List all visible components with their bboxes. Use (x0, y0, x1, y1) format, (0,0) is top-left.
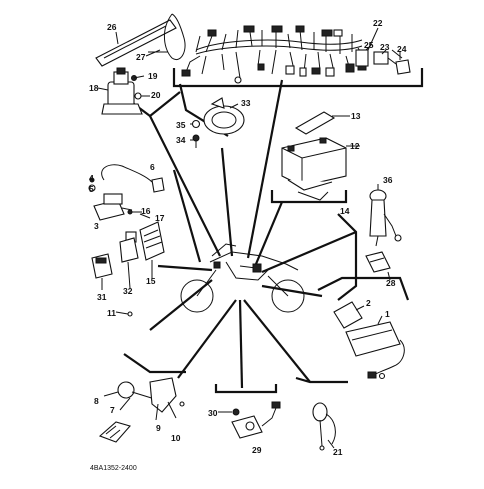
horn-33 (191, 97, 245, 148)
wire-harness-22 (181, 25, 367, 84)
label-15: 15 (146, 276, 156, 286)
label-6: 6 (150, 162, 155, 172)
label-33: 33 (241, 98, 251, 108)
label-10: 10 (171, 433, 181, 443)
part-labels: 26 27 22 25 23 24 19 18 20 33 35 34 13 1… (89, 18, 407, 472)
label-1: 1 (385, 309, 390, 319)
label-17: 17 (155, 213, 165, 223)
label-2: 2 (366, 298, 371, 308)
label-25: 25 (364, 40, 374, 50)
starter-relay-18 (101, 67, 150, 115)
label-8: 8 (94, 396, 99, 406)
label-13: 13 (351, 111, 361, 121)
cdi-unit-1 (333, 301, 405, 380)
label-21: 21 (333, 447, 343, 457)
label-22: 22 (373, 18, 383, 28)
sidestand-switch-9 (98, 377, 185, 443)
label-18: 18 (89, 83, 99, 93)
ignition-coil-3 (88, 164, 165, 221)
callout-lines (97, 27, 401, 449)
label-23: 23 (380, 42, 390, 52)
label-20: 20 (151, 90, 161, 100)
wire-clamp-27 (148, 13, 186, 60)
label-9: 9 (156, 423, 161, 433)
label-31: 31 (97, 292, 107, 302)
diagram-code: 4BA1352-2400 (90, 465, 137, 472)
bracket-boxes (117, 68, 424, 394)
label-14: 14 (340, 206, 350, 216)
label-24: 24 (397, 44, 407, 54)
leader-lines (149, 79, 357, 389)
label-28: 28 (386, 278, 396, 288)
neutral-switch-29 (231, 401, 281, 439)
battery-12 (281, 111, 347, 201)
label-27: 27 (136, 52, 146, 62)
label-35: 35 (176, 120, 186, 130)
label-36: 36 (383, 175, 393, 185)
label-5: 5 (89, 184, 94, 194)
label-12: 12 (350, 141, 360, 151)
fuse-holder-36 (369, 189, 402, 247)
connector-28 (365, 251, 391, 273)
label-30: 30 (208, 408, 218, 418)
label-26: 26 (107, 22, 117, 32)
rectifier-15-relays (91, 209, 165, 317)
brake-switch-21 (312, 402, 336, 451)
label-19: 19 (148, 71, 158, 81)
label-3: 3 (94, 221, 99, 231)
label-7: 7 (110, 405, 115, 415)
label-4: 4 (89, 173, 94, 183)
motorcycle-outline (180, 243, 305, 313)
label-11: 11 (107, 308, 116, 318)
label-34: 34 (176, 135, 186, 145)
label-16: 16 (141, 206, 151, 216)
label-29: 29 (252, 445, 262, 455)
cable-band-26 (95, 19, 177, 67)
label-32: 32 (123, 286, 133, 296)
